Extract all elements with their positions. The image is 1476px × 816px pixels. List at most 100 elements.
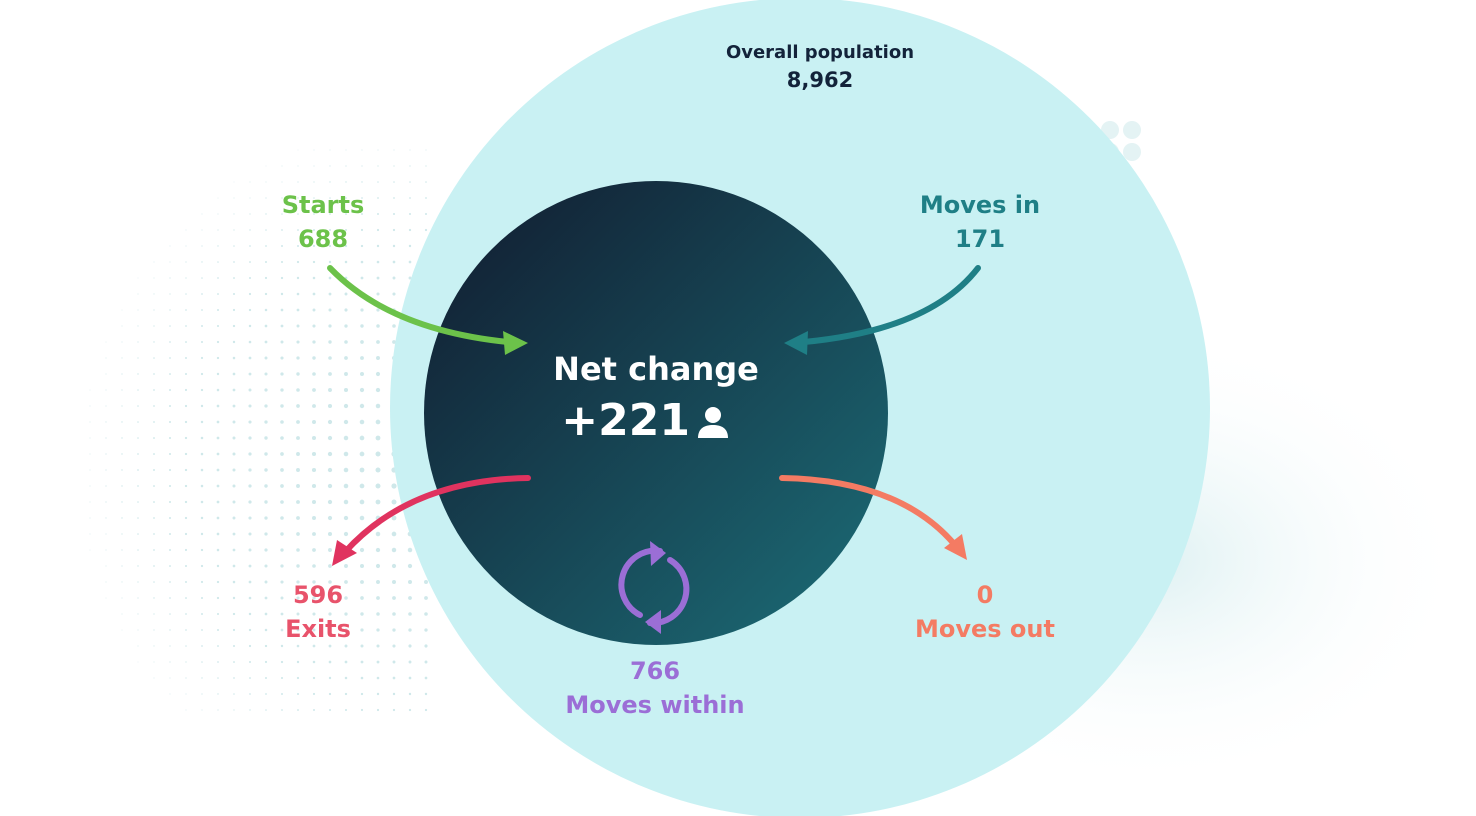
halftone-dot <box>185 261 187 263</box>
moves-in-value: 171 <box>954 225 1006 253</box>
halftone-dot <box>264 516 268 520</box>
halftone-dot <box>344 692 348 696</box>
halftone-dot <box>200 548 204 552</box>
halftone-dot <box>121 469 123 471</box>
halftone-dot <box>153 453 155 455</box>
halftone-dot <box>185 661 187 663</box>
halftone-dot <box>328 228 332 232</box>
halftone-dot <box>184 372 188 376</box>
halftone-dot <box>232 628 236 632</box>
halftone-dot <box>391 547 397 553</box>
halftone-dot <box>376 292 380 296</box>
halftone-dot <box>360 628 364 632</box>
halftone-dot <box>232 484 236 488</box>
halftone-dot <box>121 373 123 375</box>
halftone-dot <box>216 324 220 328</box>
halftone-dot <box>344 356 348 360</box>
halftone-dot <box>361 149 363 151</box>
halftone-dot <box>217 261 219 263</box>
halftone-dot <box>153 597 155 599</box>
halftone-dot <box>409 149 411 151</box>
halftone-dot <box>169 261 171 263</box>
halftone-dot <box>121 309 123 311</box>
halftone-dot <box>121 405 123 407</box>
halftone-dot <box>200 340 204 344</box>
halftone-dot <box>376 644 380 648</box>
halftone-dot <box>248 548 252 552</box>
halftone-dot <box>296 484 300 488</box>
halftone-dot <box>360 660 364 664</box>
halftone-dot <box>137 405 139 407</box>
halftone-dot <box>264 356 268 360</box>
halftone-dot <box>153 485 155 487</box>
halftone-dot <box>297 197 299 199</box>
halftone-dot <box>312 404 316 408</box>
halftone-dot <box>216 532 220 536</box>
halftone-dot <box>89 389 91 391</box>
halftone-dot <box>345 149 347 151</box>
halftone-dot <box>121 565 123 567</box>
halftone-dot <box>359 419 365 425</box>
halftone-dot <box>200 580 204 584</box>
halftone-dot <box>217 197 219 199</box>
halftone-dot <box>184 500 188 504</box>
halftone-dot <box>137 277 139 279</box>
halftone-dot <box>408 692 412 696</box>
halftone-dot <box>265 229 267 231</box>
halftone-dot <box>376 676 380 680</box>
halftone-dot <box>137 357 139 359</box>
halftone-dot <box>391 515 397 521</box>
halftone-dot <box>376 580 380 584</box>
halftone-dot <box>359 515 365 521</box>
halftone-dot <box>344 260 348 264</box>
halftone-dot <box>185 245 187 247</box>
halftone-dot <box>248 308 252 312</box>
halftone-dot <box>376 260 380 264</box>
halftone-dot <box>297 149 299 151</box>
halftone-dot <box>392 228 396 232</box>
halftone-dot <box>185 357 187 359</box>
halftone-dot <box>425 165 427 167</box>
halftone-dot <box>200 436 204 440</box>
halftone-dot <box>201 261 203 263</box>
halftone-dot <box>311 435 317 441</box>
halftone-dot <box>121 421 123 423</box>
halftone-dot <box>360 612 364 616</box>
halftone-dot <box>169 373 171 375</box>
net-change-value: +221 <box>561 395 690 446</box>
halftone-dot <box>375 451 381 457</box>
halftone-dot <box>343 387 349 393</box>
halftone-dot <box>232 372 236 376</box>
halftone-dot <box>344 292 348 296</box>
halftone-dot <box>296 548 300 552</box>
halftone-dot <box>327 419 333 425</box>
halftone-dot <box>137 469 139 471</box>
halftone-dot <box>232 452 236 456</box>
halftone-dot <box>312 420 316 424</box>
halftone-dot <box>153 261 155 263</box>
halftone-dot <box>105 517 107 519</box>
halftone-dot <box>376 596 380 600</box>
halftone-dot <box>361 197 363 199</box>
halftone-dot <box>249 213 251 215</box>
halftone-dot <box>312 644 316 648</box>
halftone-dot <box>313 213 315 215</box>
halftone-dot <box>281 213 283 215</box>
halftone-dot <box>137 501 139 503</box>
halftone-dot <box>359 467 365 473</box>
halftone-dot <box>312 596 316 600</box>
halftone-dot <box>280 436 284 440</box>
moves-in-arrow <box>784 265 981 355</box>
halftone-dot <box>424 612 428 616</box>
halftone-dot <box>184 548 188 552</box>
halftone-dot <box>216 340 220 344</box>
halftone-dot <box>169 341 171 343</box>
halftone-dot <box>137 421 139 423</box>
halftone-dot <box>376 228 380 232</box>
moves-within-label-group: 766 Moves within <box>540 654 770 722</box>
halftone-dot <box>185 581 187 583</box>
halftone-dot <box>232 644 236 648</box>
halftone-dot <box>216 388 220 392</box>
halftone-dot <box>248 644 252 648</box>
halftone-dot <box>137 581 139 583</box>
